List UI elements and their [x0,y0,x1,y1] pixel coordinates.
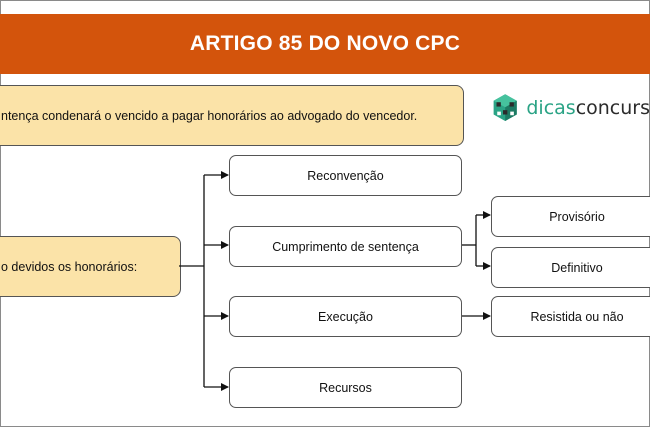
question-box: o devidos os honorários: [0,236,181,297]
question-text: o devidos os honorários: [1,259,138,274]
root-statement-box: ntença condenará o vencido a pagar honor… [0,85,464,146]
branch-recursos: Recursos [229,367,462,408]
logo-wordmark: dicasconcurs [526,97,650,119]
sub-provisorio: Provisório [491,196,650,237]
root-statement-text: ntença condenará o vencido a pagar honor… [1,108,418,123]
sub-definitivo: Definitivo [491,247,650,288]
branch-reconvencao: Reconvenção [229,155,462,196]
title-text: ARTIGO 85 DO NOVO CPC [189,32,461,55]
branch-cumprimento-sentenca: Cumprimento de sentença [229,226,462,267]
branch-execucao: Execução [229,296,462,337]
title-banner: ARTIGO 85 DO NOVO CPC [0,14,650,74]
cube-logo-icon [493,94,517,122]
sub-resistida: Resistida ou não [491,296,650,337]
brand-logo: dicasconcurs [490,86,650,130]
